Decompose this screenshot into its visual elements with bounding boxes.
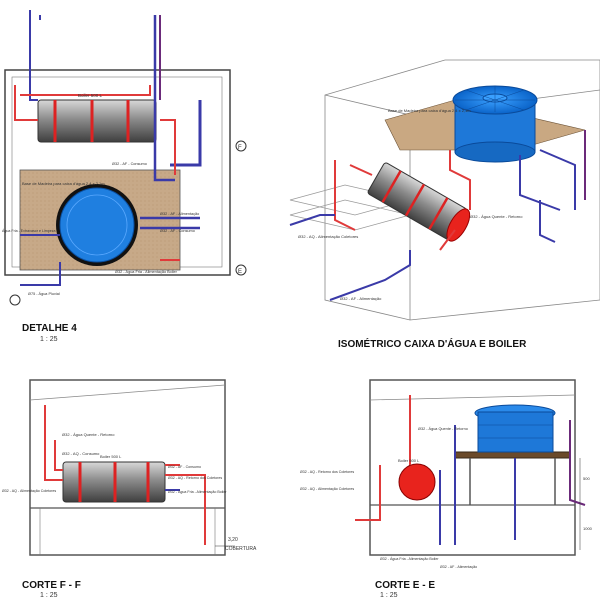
- ff-alim-coletores-label: Ø32 - AQ - Alimentação Coletores: [2, 489, 56, 493]
- section-marker-e: E: [238, 269, 242, 275]
- ff-aq-consumo-label: Ø32 - AQ - Consumo: [62, 451, 100, 456]
- ee-dim-500: 500: [583, 476, 590, 481]
- ff-alim-boiler-label: Ø32 - Água Fria - Alimentação Boiler: [168, 490, 227, 494]
- corte-ff-title: CORTE F - F: [22, 580, 81, 591]
- ff-level-value: 3,20: [228, 537, 238, 543]
- corte-ee-title: CORTE E - E: [375, 580, 436, 591]
- iso-af-alimentacao-label: Ø32 - AF - Alimentação: [340, 296, 382, 301]
- iso-aq-alim-coletores-label: Ø32 - AQ - Alimentação Coletores: [298, 234, 358, 239]
- tank-section-ee: [477, 411, 554, 453]
- ff-retorno-coletores-label: Ø32 - AQ - Retorno dos Coletores: [168, 476, 222, 480]
- wood-base-label: Base de Madeira para caixa d'água 2,4 x …: [22, 181, 105, 186]
- alimentacao-boiler-label: Ø32 - Água Fria - Alimentação Boiler: [115, 270, 178, 274]
- detalhe4-scale: 1 : 25: [40, 336, 58, 343]
- detalhe4-title: DETALHE 4: [22, 323, 77, 334]
- isometrico-title: ISOMÉTRICO CAIXA D'ÁGUA E BOILER: [338, 339, 527, 350]
- boiler-label-plan: Boiler 500 L: [78, 93, 103, 98]
- af-consumo-label-2: Ø32 - AF - Consumo: [112, 162, 147, 166]
- ff-level-label: COBERTURA: [225, 546, 257, 552]
- detalhe4-plan: F E Boiler 500 L Base de Madeira para ca…: [2, 10, 247, 306]
- ff-boiler-label: Boiler 500 L: [100, 454, 122, 459]
- af-alimentacao-label: Ø32 - AF - Alimentação: [160, 212, 199, 216]
- ee-retorno-coletores-label: Ø32 - AQ - Retorno dos Coletores: [300, 470, 354, 474]
- ff-aq-retorno-label: Ø32 - Água Quente - Retorno: [62, 432, 115, 437]
- tank-plan: [59, 187, 135, 263]
- corte-ee-section: 500 1000 Boiler 500 L Ø32 - Água Quente …: [300, 379, 593, 569]
- ff-af-consumo-label: Ø32 - AF - Consumo: [168, 465, 201, 469]
- ee-alim-boiler-label: Ø32 - Água Fria - Alimentação Boiler: [380, 557, 439, 561]
- corte-ee-scale: 1 : 25: [380, 592, 398, 599]
- af-consumo-label: Ø32 - AF - Consumo: [160, 229, 195, 233]
- ee-af-alimentacao-label: Ø32 - AF - Alimentação: [440, 565, 477, 569]
- iso-wood-label: Base de Madeira para caixa d'água 2,4 x …: [388, 108, 471, 113]
- section-marker-f: F: [238, 145, 242, 151]
- ee-dim-1000: 1000: [583, 526, 593, 531]
- ee-aq-retorno-label: Ø32 - Água Quente - Retorno: [418, 427, 468, 431]
- iso-aq-retorno-label: Ø32 - Água Quente - Retorno: [470, 214, 523, 219]
- plan-wall-outline: [4, 69, 231, 276]
- boiler-section-ee: [398, 463, 436, 501]
- ee-alim-coletores-label: Ø32 - AQ - Alimentação Coletores: [300, 487, 354, 491]
- agua-pluvial-label: Ø75 - Água Pluvial: [28, 292, 60, 296]
- extravasor-label: Água Fria - Extravasor e Limpeza: [2, 229, 56, 233]
- corte-ff-section: 3,20 COBERTURA Boiler 500 L Ø32 - Água Q…: [2, 379, 257, 556]
- corte-ff-scale: 1 : 25: [40, 592, 58, 599]
- ee-boiler-label: Boiler 500 L: [398, 458, 420, 463]
- isometric-view: Base de Madeira para caixa d'água 2,4 x …: [289, 59, 600, 321]
